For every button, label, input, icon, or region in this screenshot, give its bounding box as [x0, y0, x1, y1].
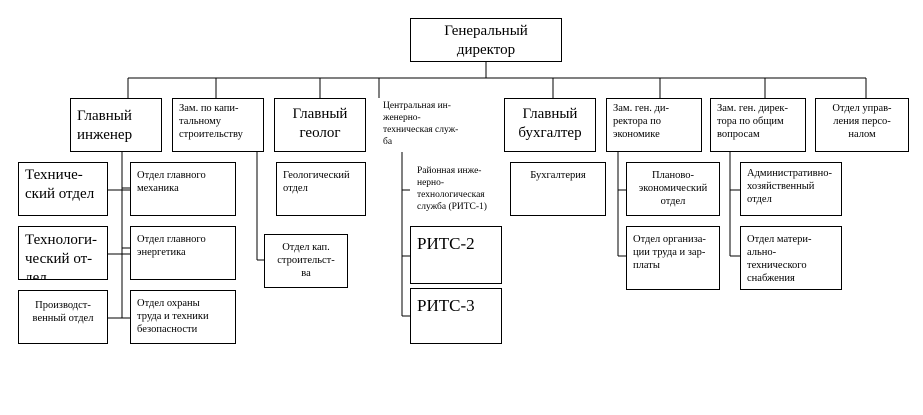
- node-deputy-general: Зам. ген. дирек- тора по общим вопросам: [710, 98, 806, 152]
- node-central-service: Центральная ин- женерно- техническая слу…: [376, 98, 494, 152]
- node-rits-1: Районная инже- нерно- технологическая сл…: [410, 162, 502, 216]
- node-safety-dept: Отдел охраны труда и техники безопасност…: [130, 290, 236, 344]
- node-chief-accountant: Главный бухгалтер: [504, 98, 596, 152]
- node-hr-department: Отдел управ- ления персо- налом: [815, 98, 909, 152]
- node-ceo: Генеральный директор УБР: [410, 18, 562, 62]
- node-admin-dept: Административно- хозяйственный отдел: [740, 162, 842, 216]
- node-labor-dept: Отдел организа- ции труда и зар- платы: [626, 226, 720, 290]
- node-accounting: Бухгалтерия: [510, 162, 606, 216]
- node-capital-construction-dept: Отдел кап. строительст- ва: [264, 234, 348, 288]
- node-rits-3: РИТС-3: [410, 288, 502, 344]
- node-chief-engineer: Главный инженер: [70, 98, 162, 152]
- node-chief-mechanic-dept: Отдел главного механика: [130, 162, 236, 216]
- node-planning-dept: Планово- экономический отдел: [626, 162, 720, 216]
- node-technical-dept: Техниче- ский отдел: [18, 162, 108, 216]
- node-deputy-economics: Зам. ген. ди- ректора по экономике: [606, 98, 702, 152]
- node-geology-dept: Геологический отдел: [276, 162, 366, 216]
- node-production-dept: Производст- венный отдел: [18, 290, 108, 344]
- node-technological-dept: Технологи- ческий от- дел: [18, 226, 108, 280]
- node-supply-dept: Отдел матери- ально- технического снабже…: [740, 226, 842, 290]
- node-rits-2: РИТС-2: [410, 226, 502, 284]
- node-chief-power-dept: Отдел главного энергетика: [130, 226, 236, 280]
- node-chief-geologist: Главный геолог: [274, 98, 366, 152]
- node-deputy-capital: Зам. по капи- тальному строительству: [172, 98, 264, 152]
